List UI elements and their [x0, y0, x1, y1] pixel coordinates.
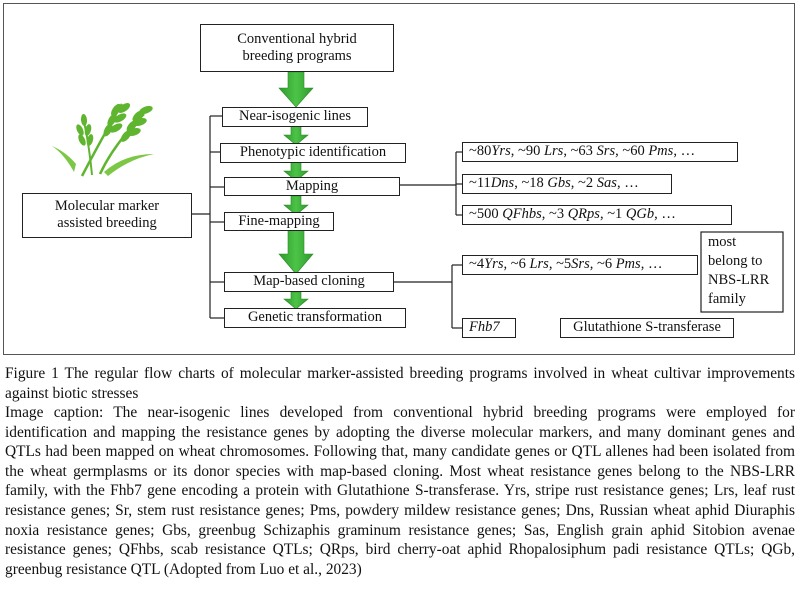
mmab-line-2: assisted breeding — [57, 214, 157, 231]
text-segment: , ~60 — [615, 143, 649, 159]
text-segment: , ~90 — [510, 143, 544, 159]
conventional-line-1: Conventional hybrid — [237, 31, 357, 47]
text-segment: Gbs — [547, 175, 571, 191]
text-segment: , ~5 — [548, 256, 572, 272]
mapping-box: Mapping — [224, 177, 400, 196]
molecular-marker-box: Molecular marker assisted breeding — [22, 193, 192, 238]
text-segment: Sas — [596, 175, 617, 191]
map-based-cloning-box: Map-based cloning — [224, 272, 394, 292]
text-segment: Yrs — [491, 143, 511, 159]
flow-arrows — [278, 71, 314, 310]
nbs-line-1: most — [708, 234, 737, 250]
text-segment: ~11 — [469, 175, 491, 191]
text-segment: , ~6 — [503, 256, 530, 272]
mapped-genes-aphid: ~11Dns, ~18 Gbs, ~2 Sas, … — [462, 174, 672, 194]
text-segment: Pms — [615, 256, 641, 272]
text-segment: , ~63 — [563, 143, 597, 159]
mmab-line-1: Molecular marker — [54, 198, 160, 214]
fhb7-label: Fhb7 — [469, 319, 500, 335]
figure-title: Figure 1 The regular flow charts of mole… — [5, 365, 795, 402]
nbs-line-4: family — [708, 291, 746, 307]
text-segment: Srs — [571, 256, 590, 272]
text-segment: ~80 — [469, 143, 492, 159]
text-segment: Lrs — [543, 143, 564, 159]
text-segment: QRps — [567, 206, 600, 222]
text-segment: Srs — [596, 143, 616, 159]
text-segment: Yrs — [484, 256, 504, 272]
text-segment: , ~1 — [599, 206, 626, 222]
phenotypic-identification-box: Phenotypic identification — [220, 143, 406, 163]
conventional-breeding-box: Conventional hybrid breeding programs — [200, 24, 394, 72]
nbs-line-3: NBS-LRR — [708, 272, 770, 288]
text-segment: , ~6 — [589, 256, 616, 272]
nbs-lrr-note: most belong to NBS-LRR family — [708, 233, 769, 309]
text-segment: ~500 — [469, 206, 503, 222]
wheat-icon — [52, 103, 154, 177]
text-segment: , … — [616, 175, 639, 191]
text-segment: QGb — [625, 206, 655, 222]
text-segment: , ~3 — [541, 206, 568, 222]
text-segment: ~4 — [469, 256, 485, 272]
glutathione-box: Glutathione S-transferase — [560, 318, 734, 338]
figure-panel: Conventional hybrid breeding programs Mo… — [3, 3, 795, 355]
text-segment: , … — [640, 256, 663, 272]
mapped-row1-text: ~80Yrs, ~90 Lrs, ~63 Srs, ~60 Pms, … — [469, 143, 695, 159]
genetic-transformation-box: Genetic transformation — [224, 308, 406, 328]
figure-caption: Image caption: The near-isogenic lines d… — [5, 404, 795, 578]
mapped-qtls: ~500 QFhbs, ~3 QRps, ~1 QGb, … — [462, 205, 732, 225]
cloned-genes-box: ~4Yrs, ~6 Lrs, ~5Srs, ~6 Pms, … — [462, 255, 698, 275]
mapped-genes-rust-mildew: ~80Yrs, ~90 Lrs, ~63 Srs, ~60 Pms, … — [462, 142, 738, 162]
cloned-row1-text: ~4Yrs, ~6 Lrs, ~5Srs, ~6 Pms, … — [469, 256, 662, 272]
text-segment: Lrs — [529, 256, 549, 272]
fine-mapping-box: Fine-mapping — [224, 212, 334, 231]
text-segment: Dns — [490, 175, 515, 191]
mapped-row3-text: ~500 QFhbs, ~3 QRps, ~1 QGb, … — [469, 206, 676, 222]
text-segment: , … — [673, 143, 696, 159]
text-segment: Pms — [648, 143, 674, 159]
text-segment: , ~2 — [570, 175, 597, 191]
near-isogenic-lines-box: Near-isogenic lines — [222, 107, 368, 127]
connector-layer — [52, 71, 784, 329]
conventional-line-2: breeding programs — [242, 47, 352, 64]
nbs-line-2: belong to — [708, 253, 763, 269]
text-segment: , … — [654, 206, 676, 222]
mapped-row2-text: ~11Dns, ~18 Gbs, ~2 Sas, … — [469, 175, 639, 191]
fhb7-box: Fhb7 — [462, 318, 516, 338]
text-segment: , ~18 — [514, 175, 548, 191]
text-segment: QFhbs — [502, 206, 542, 222]
